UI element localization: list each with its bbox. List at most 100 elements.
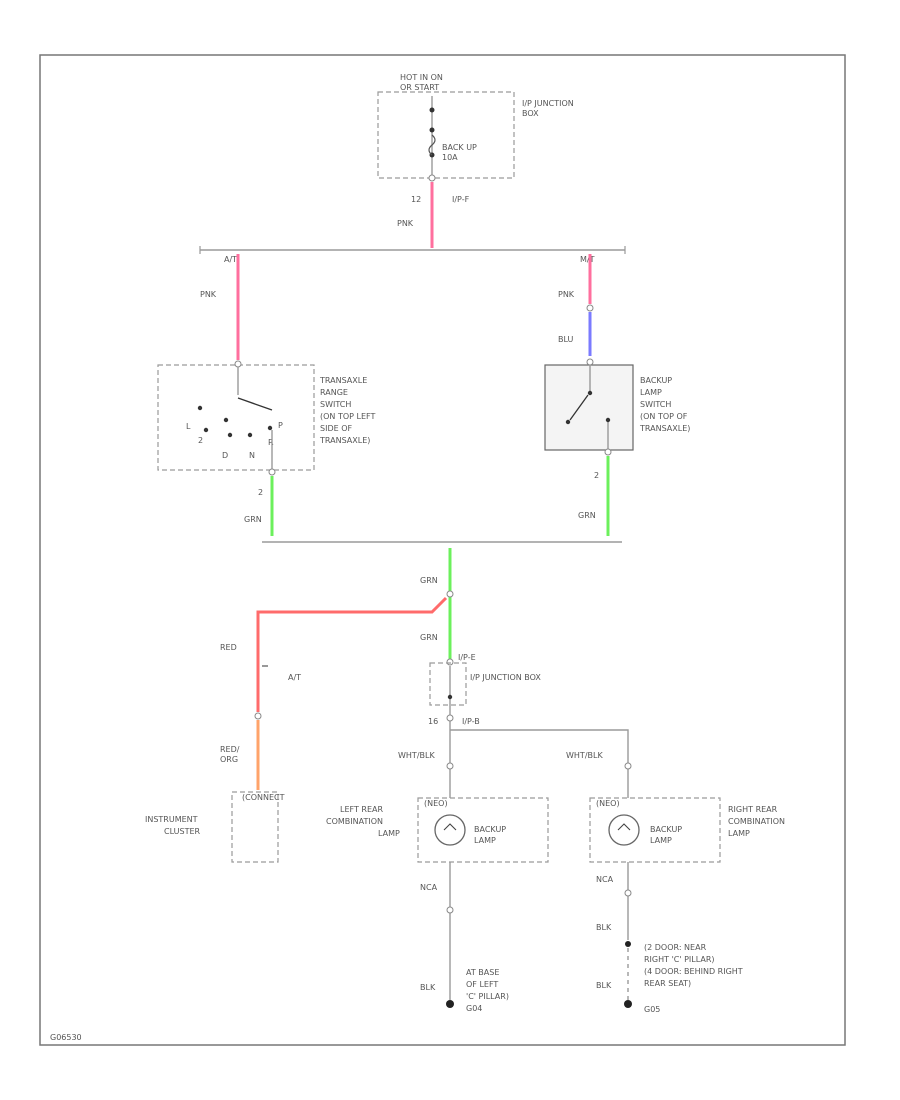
ic-conn-label: (CONNECT — [242, 793, 285, 802]
grn-mid-label-1: GRN — [420, 576, 438, 585]
left-filament — [443, 823, 457, 831]
bls-label-5: TRANSAXLE) — [639, 424, 690, 433]
bul-label-1: BACKUP — [474, 825, 506, 834]
ground-left-4: G04 — [466, 1004, 482, 1013]
ip-junction-box-2 — [429, 662, 467, 706]
trs-pos-dot-2 — [223, 417, 229, 423]
trs-pos-dot-r — [267, 425, 273, 431]
transaxle-range-switch-box — [157, 364, 315, 471]
conn-right-lamp — [624, 762, 632, 770]
wht-blk-wire-right — [450, 729, 629, 798]
conn-ipb-label: I/P-B — [462, 717, 480, 726]
blk-left-label: BLK — [420, 983, 436, 992]
ground-left-1: AT BASE — [466, 968, 499, 977]
trs-pos-dot-a — [203, 427, 209, 433]
conn-ipe-pin — [446, 658, 454, 666]
nca-left-label: NCA — [420, 883, 438, 892]
rrc-label-1: RIGHT REAR — [728, 805, 778, 814]
trs-pos-n: N — [249, 451, 255, 460]
fuse-node-top — [429, 107, 435, 113]
bls-pin-top — [586, 358, 594, 366]
lrc-tag: (NEO) — [424, 799, 448, 808]
right-splice-dot — [625, 941, 631, 947]
trs-pin-bottom — [268, 468, 276, 476]
trs-label-3: SWITCH — [320, 400, 351, 409]
trs-label-2: RANGE — [320, 388, 348, 397]
right-filament — [617, 823, 631, 831]
grn-left-label: GRN — [244, 515, 262, 524]
trs-pos-dot-n — [247, 432, 253, 438]
conn-left-lamp — [446, 762, 454, 770]
bls-label-4: (ON TOP OF — [640, 412, 688, 421]
trs-pos-p: P — [278, 421, 283, 430]
conn-ipe-label: I/P-E — [458, 653, 476, 662]
blu-label: BLU — [558, 335, 574, 344]
fuse-label: BACK UP — [442, 143, 477, 152]
bls-contact-top — [587, 390, 593, 396]
rrc-label-3: LAMP — [728, 829, 750, 838]
pnk-right-label: PNK — [558, 290, 575, 299]
trs-label-1: TRANSAXLE — [319, 376, 367, 385]
trs-contact-arm — [237, 397, 273, 411]
trs-label-5: SIDE OF — [320, 424, 352, 433]
grn-mid-label-2: GRN — [420, 633, 438, 642]
bls-switch-arm — [569, 394, 589, 421]
connector-red-org — [254, 712, 262, 720]
red-label: RED — [220, 643, 237, 652]
connector-right-1 — [586, 304, 594, 312]
pin16-label: 16 — [428, 717, 438, 726]
blk-right-label-1: BLK — [596, 923, 612, 932]
lrc-label-2: COMBINATION — [326, 817, 383, 826]
ground-right-3: (4 DOOR: BEHIND RIGHT — [644, 967, 743, 976]
fuse-label-2: 10A — [442, 153, 458, 162]
backup-lamp-switch-box — [544, 364, 634, 451]
grn-right-label: GRN — [578, 511, 596, 520]
wht-blk-left-label: WHT/BLK — [398, 751, 435, 760]
lrc-label-1: LEFT REAR — [340, 805, 383, 814]
red-wire — [256, 596, 448, 712]
fuse-icon — [428, 134, 436, 156]
pin-left-label: 2 — [258, 488, 263, 497]
conn-ipb-pin — [446, 714, 454, 722]
bur-label-2: LAMP — [650, 836, 672, 845]
pnk-left-label: PNK — [200, 290, 217, 299]
left-ground-connector — [446, 906, 454, 914]
ground-right-5: G05 — [644, 1005, 660, 1014]
right-backup-bulb-icon — [608, 814, 640, 846]
ic-label-2: CLUSTER — [164, 827, 201, 836]
trs-pos-2: 2 — [198, 436, 203, 445]
pin12-label: 12 — [411, 195, 421, 204]
blk-right-label-2: BLK — [596, 981, 612, 990]
hot-label: HOT IN ON — [400, 73, 443, 82]
ip-junction-box-top — [377, 91, 515, 179]
conn-ipf-label: I/P-F — [452, 195, 470, 204]
right-ground-connector — [624, 889, 632, 897]
bls-contact-out — [605, 417, 611, 423]
bul-label-2: LAMP — [474, 836, 496, 845]
hot-label-2: OR START — [400, 83, 439, 92]
red-org-label-1: RED/ — [220, 745, 240, 754]
bls-label-3: SWITCH — [640, 400, 671, 409]
bls-contact-bottom — [565, 419, 571, 425]
trs-label-4: (ON TOP LEFT — [320, 412, 375, 421]
jb2-node — [447, 694, 453, 700]
pin-right-label: 2 — [594, 471, 599, 480]
instrument-cluster-box — [231, 791, 279, 863]
bur-label-1: BACKUP — [650, 825, 682, 834]
bls-label-2: LAMP — [640, 388, 662, 397]
wht-blk-right-label: WHT/BLK — [566, 751, 603, 760]
ground-right-4: REAR SEAT) — [644, 979, 691, 988]
split-bus-ends — [199, 246, 626, 254]
bls-pin-bottom — [604, 448, 612, 456]
left-rear-lamp-box — [417, 797, 549, 863]
trs-pos-d: D — [222, 451, 228, 460]
trs-label-6: TRANSAXLE) — [319, 436, 370, 445]
trs-pos-dot-l — [197, 405, 203, 411]
diagram-code: G06530 — [50, 1033, 82, 1042]
trs-pos-r: R — [268, 438, 274, 447]
right-ground-icon — [624, 1000, 632, 1008]
ic-label-1: INSTRUMENT — [145, 815, 198, 824]
right-rear-lamp-box — [589, 797, 721, 863]
ground-right-2: RIGHT 'C' PILLAR) — [644, 955, 715, 964]
fuse-node-1 — [429, 127, 435, 133]
